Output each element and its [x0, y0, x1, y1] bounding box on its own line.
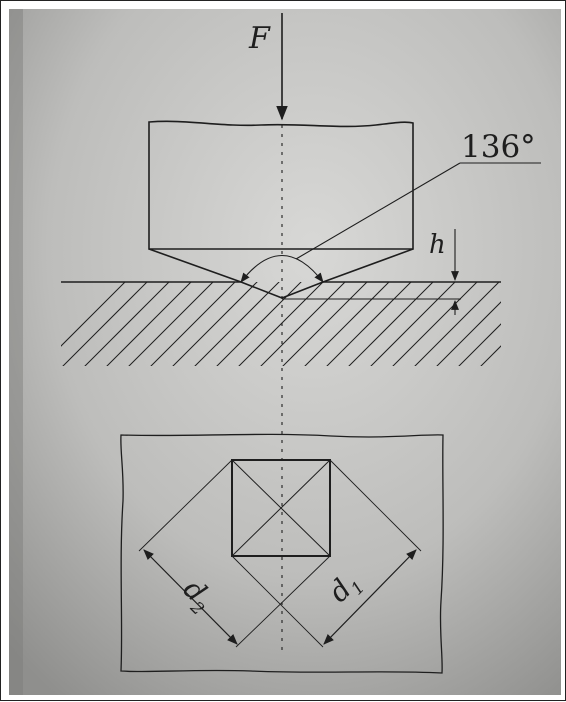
angle-arc [240, 255, 324, 283]
extension-line-right-upper [329, 459, 422, 552]
indentation-square [231, 459, 331, 557]
force-label: F [248, 21, 271, 56]
extension-line-right-lower [231, 555, 324, 648]
specimen-top-view [120, 433, 444, 674]
specimen-hatching [61, 282, 501, 366]
angle-label: 136° [461, 129, 536, 165]
extension-line-left-lower [235, 555, 331, 648]
angle-leader [295, 162, 461, 260]
depth-label: h [429, 230, 446, 260]
d2-dimension-arrow [143, 549, 238, 645]
left-shadow [9, 9, 23, 695]
indentation-diagonal-b [231, 459, 331, 557]
indenter-body [148, 120, 414, 250]
paper-background [9, 9, 561, 695]
extension-line-left-upper [138, 459, 233, 552]
d1-dimension-arrow [323, 549, 417, 645]
